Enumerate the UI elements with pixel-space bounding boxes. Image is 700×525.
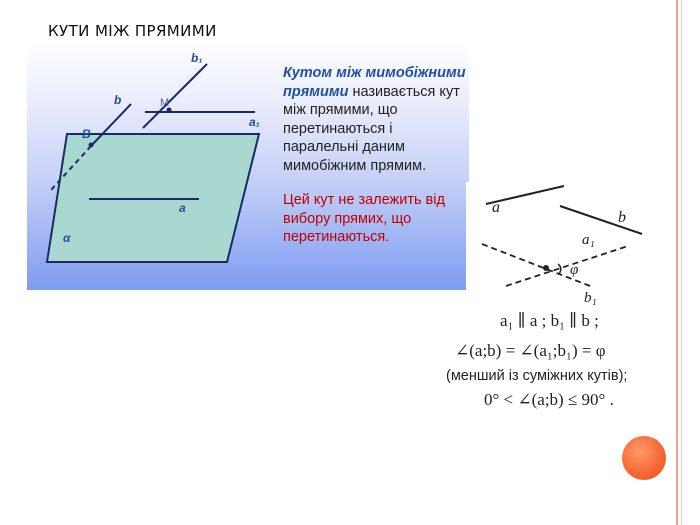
angle-arc: [557, 263, 562, 275]
skew-lines-figure: b₁ b M a₁ B a α Кутом між мимобіжними пр…: [27, 42, 469, 290]
definition-term: Кутом між мимобіжними прямими: [283, 65, 466, 100]
label-b1: b₁: [191, 51, 203, 65]
slide-border-line-thin: [681, 0, 682, 525]
slide-title: КУТИ МІЖ ПРЯМИМИ: [48, 22, 217, 40]
point-B: [88, 142, 94, 148]
line-b: [559, 205, 643, 235]
line-a: [485, 185, 565, 205]
line-b-dashed: [50, 145, 92, 191]
skew-lines-drawing: b₁ b M a₁ B a α: [45, 51, 261, 263]
definition-text: Кутом між мимобіжними прямими називаєтьс…: [283, 64, 468, 247]
decorative-circle: [622, 436, 666, 480]
label-a: a: [492, 199, 500, 216]
line-b1: [142, 63, 208, 129]
angle-drawing: a b a₁ φ b₁: [481, 185, 643, 306]
line-b-upper: [90, 103, 132, 147]
definition-note: Цей кут не залежить від вибору прямих, щ…: [283, 192, 445, 245]
label-b: b: [114, 93, 121, 107]
angle-figure: a b a₁ φ b₁: [466, 182, 676, 426]
point-M: [166, 107, 172, 113]
label-alpha: α: [63, 231, 71, 245]
line-a1-dashed: [505, 245, 629, 287]
label-b: b: [618, 209, 626, 226]
formula-range: 0° < ∠(a;b) ≤ 90° .: [484, 390, 614, 409]
label-b1: b₁: [584, 290, 597, 306]
formula-parallel: a₁ ∥ a ; b₁ ∥ b ;: [500, 311, 599, 330]
label-M: M: [160, 97, 169, 109]
intersection-point: [543, 265, 549, 271]
formula-angle: ∠(a;b) = ∠(a₁;b₁) = φ: [455, 341, 606, 360]
label-a1: a₁: [582, 232, 595, 248]
label-a: a: [179, 201, 186, 215]
slide-border-line: [676, 0, 678, 525]
label-a1: a₁: [249, 115, 260, 129]
formula-note: (менший із суміжних кутів);: [446, 368, 628, 384]
label-phi: φ: [570, 262, 578, 278]
definition-rest: називається кут між прямими, що перетина…: [283, 83, 460, 174]
label-B: B: [82, 127, 91, 141]
